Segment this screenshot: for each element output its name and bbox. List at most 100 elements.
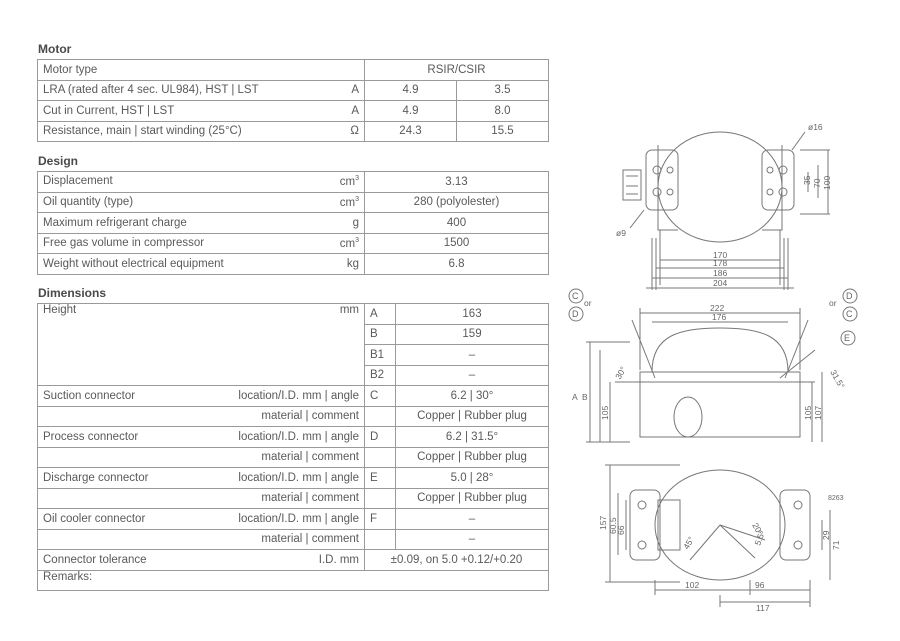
top-view — [605, 464, 831, 607]
value-cell: – — [395, 364, 549, 386]
value-cell: 3.13 — [364, 171, 549, 193]
dim-label: 30° — [613, 365, 628, 381]
row-label: Maximum refrigerant charge — [43, 216, 187, 229]
design-label-cell: Displacement cm3 — [37, 171, 365, 193]
value-cell: – — [395, 508, 549, 530]
dim-label: 71 — [831, 540, 841, 550]
row-attr: material | comment — [37, 405, 365, 427]
row-attr: location/I.D. mm | angle — [238, 512, 359, 525]
dim-label: ø16 — [808, 122, 823, 132]
value-cell: 6.2 | 31.5° — [395, 426, 549, 448]
table-row: Cut in Current, HST | LST A 4.9 8.0 — [37, 100, 549, 122]
callout-label: or — [584, 298, 592, 308]
row-attr: location/I.D. mm | angle — [238, 430, 359, 443]
row-attr: location/I.D. mm | angle — [238, 389, 359, 402]
table-row: material | comment – — [37, 528, 549, 550]
callout-label: E — [844, 333, 850, 343]
table-row: Displacement cm3 3.13 — [37, 171, 549, 193]
table-row: material | comment Copper | Rubber plug — [37, 405, 549, 427]
mount-hole — [652, 187, 662, 197]
dim-label: A — [572, 392, 578, 402]
top-left-bracket — [629, 489, 661, 561]
unit-text: cm — [339, 237, 356, 250]
letter-cell: F — [364, 508, 396, 530]
table-row: material | comment Copper | Rubber plug — [37, 446, 549, 468]
dim-label: 105 — [600, 406, 610, 420]
row-label: Height — [43, 304, 77, 316]
tolerance-value: ±0.09, on 5.0 +0.12/+0.20 — [364, 549, 549, 571]
value-cell: 280 (polyolester) — [364, 191, 549, 213]
row-attr: material | comment — [37, 487, 365, 509]
motor-row-label-cell: Cut in Current, HST | LST A — [37, 100, 365, 122]
drawing-code: 8263 — [828, 495, 844, 502]
compressor-body-front — [657, 131, 783, 243]
letter-cell: A — [364, 303, 396, 325]
dim-label: 60.5 — [608, 517, 618, 534]
design-label-cell: Free gas volume in compressor cm3 — [37, 232, 365, 254]
row-label: Weight without electrical equipment — [43, 257, 224, 270]
dim-label: 31.5° — [828, 368, 847, 390]
connector-pipe-d — [784, 319, 809, 379]
electrical-terminal-box — [622, 169, 642, 201]
row-unit: cm3 — [340, 237, 359, 250]
table-row: material | comment Copper | Rubber plug — [37, 487, 549, 509]
letter-cell — [364, 405, 396, 427]
dim-label: 117 — [756, 603, 770, 613]
connector-pipe-e — [779, 349, 816, 379]
letter-cell: B — [364, 323, 396, 345]
motor-type-label: Motor type — [37, 59, 365, 81]
dim-label: 178 — [713, 258, 727, 268]
dim-label: 204 — [713, 278, 727, 288]
unit-text: cm — [339, 176, 356, 189]
dim-label: 35 — [802, 175, 812, 185]
letter-cell — [364, 446, 396, 468]
row-label: Displacement — [43, 175, 113, 188]
row-label: Process connector — [43, 430, 139, 443]
right-mount-bracket — [761, 149, 795, 211]
compressor-dome-side — [651, 327, 789, 373]
dim-label: ø9 — [616, 228, 626, 238]
row-attr: material | comment — [37, 446, 365, 468]
value-cell: 15.5 — [456, 120, 549, 142]
letter-cell — [364, 487, 396, 509]
value-cell: 159 — [395, 323, 549, 345]
table-row: Process connector location/I.D. mm | angl… — [37, 426, 549, 448]
dim-label: 5.5° — [752, 529, 767, 547]
value-cell: – — [395, 344, 549, 366]
design-section-title: Design — [38, 154, 79, 168]
dim-label: 222 — [710, 303, 724, 313]
front-view-frame — [657, 145, 783, 231]
callout-label: D — [846, 291, 853, 301]
dim-label: 70 — [812, 178, 822, 188]
motor-section-title: Motor — [38, 42, 72, 56]
row-label: Free gas volume in compressor — [43, 236, 205, 249]
dim-label: 170 — [713, 250, 727, 260]
mount-hole — [766, 166, 774, 174]
callout-d-right — [842, 288, 858, 304]
value-cell: 6.8 — [364, 253, 549, 275]
remarks-cell: Remarks: — [37, 569, 549, 591]
design-label-cell: Oil quantity (type)cm3 — [37, 191, 365, 213]
value-cell: 8.0 — [456, 100, 549, 122]
table-row: LRA (rated after 4 sec. UL984), HST | LS… — [37, 79, 549, 101]
left-mount-bracket — [645, 149, 679, 211]
row-unit: cm3 — [340, 175, 359, 188]
dim-label: 66 — [616, 525, 626, 535]
technical-drawing: ø16 ø9 35 70 100 170 178 186 204 222 176… — [568, 122, 858, 613]
value-cell: 4.9 — [364, 100, 457, 122]
dim-label: 186 — [713, 268, 727, 278]
terminal-cover — [673, 396, 703, 438]
callout-label: C — [572, 291, 579, 301]
value-cell: 24.3 — [364, 120, 457, 142]
design-table: Displacement cm3 3.13 Oil quantity (type)… — [37, 171, 549, 275]
row-label: Oil quantity (type) — [43, 195, 134, 208]
value-cell: 163 — [395, 303, 549, 325]
